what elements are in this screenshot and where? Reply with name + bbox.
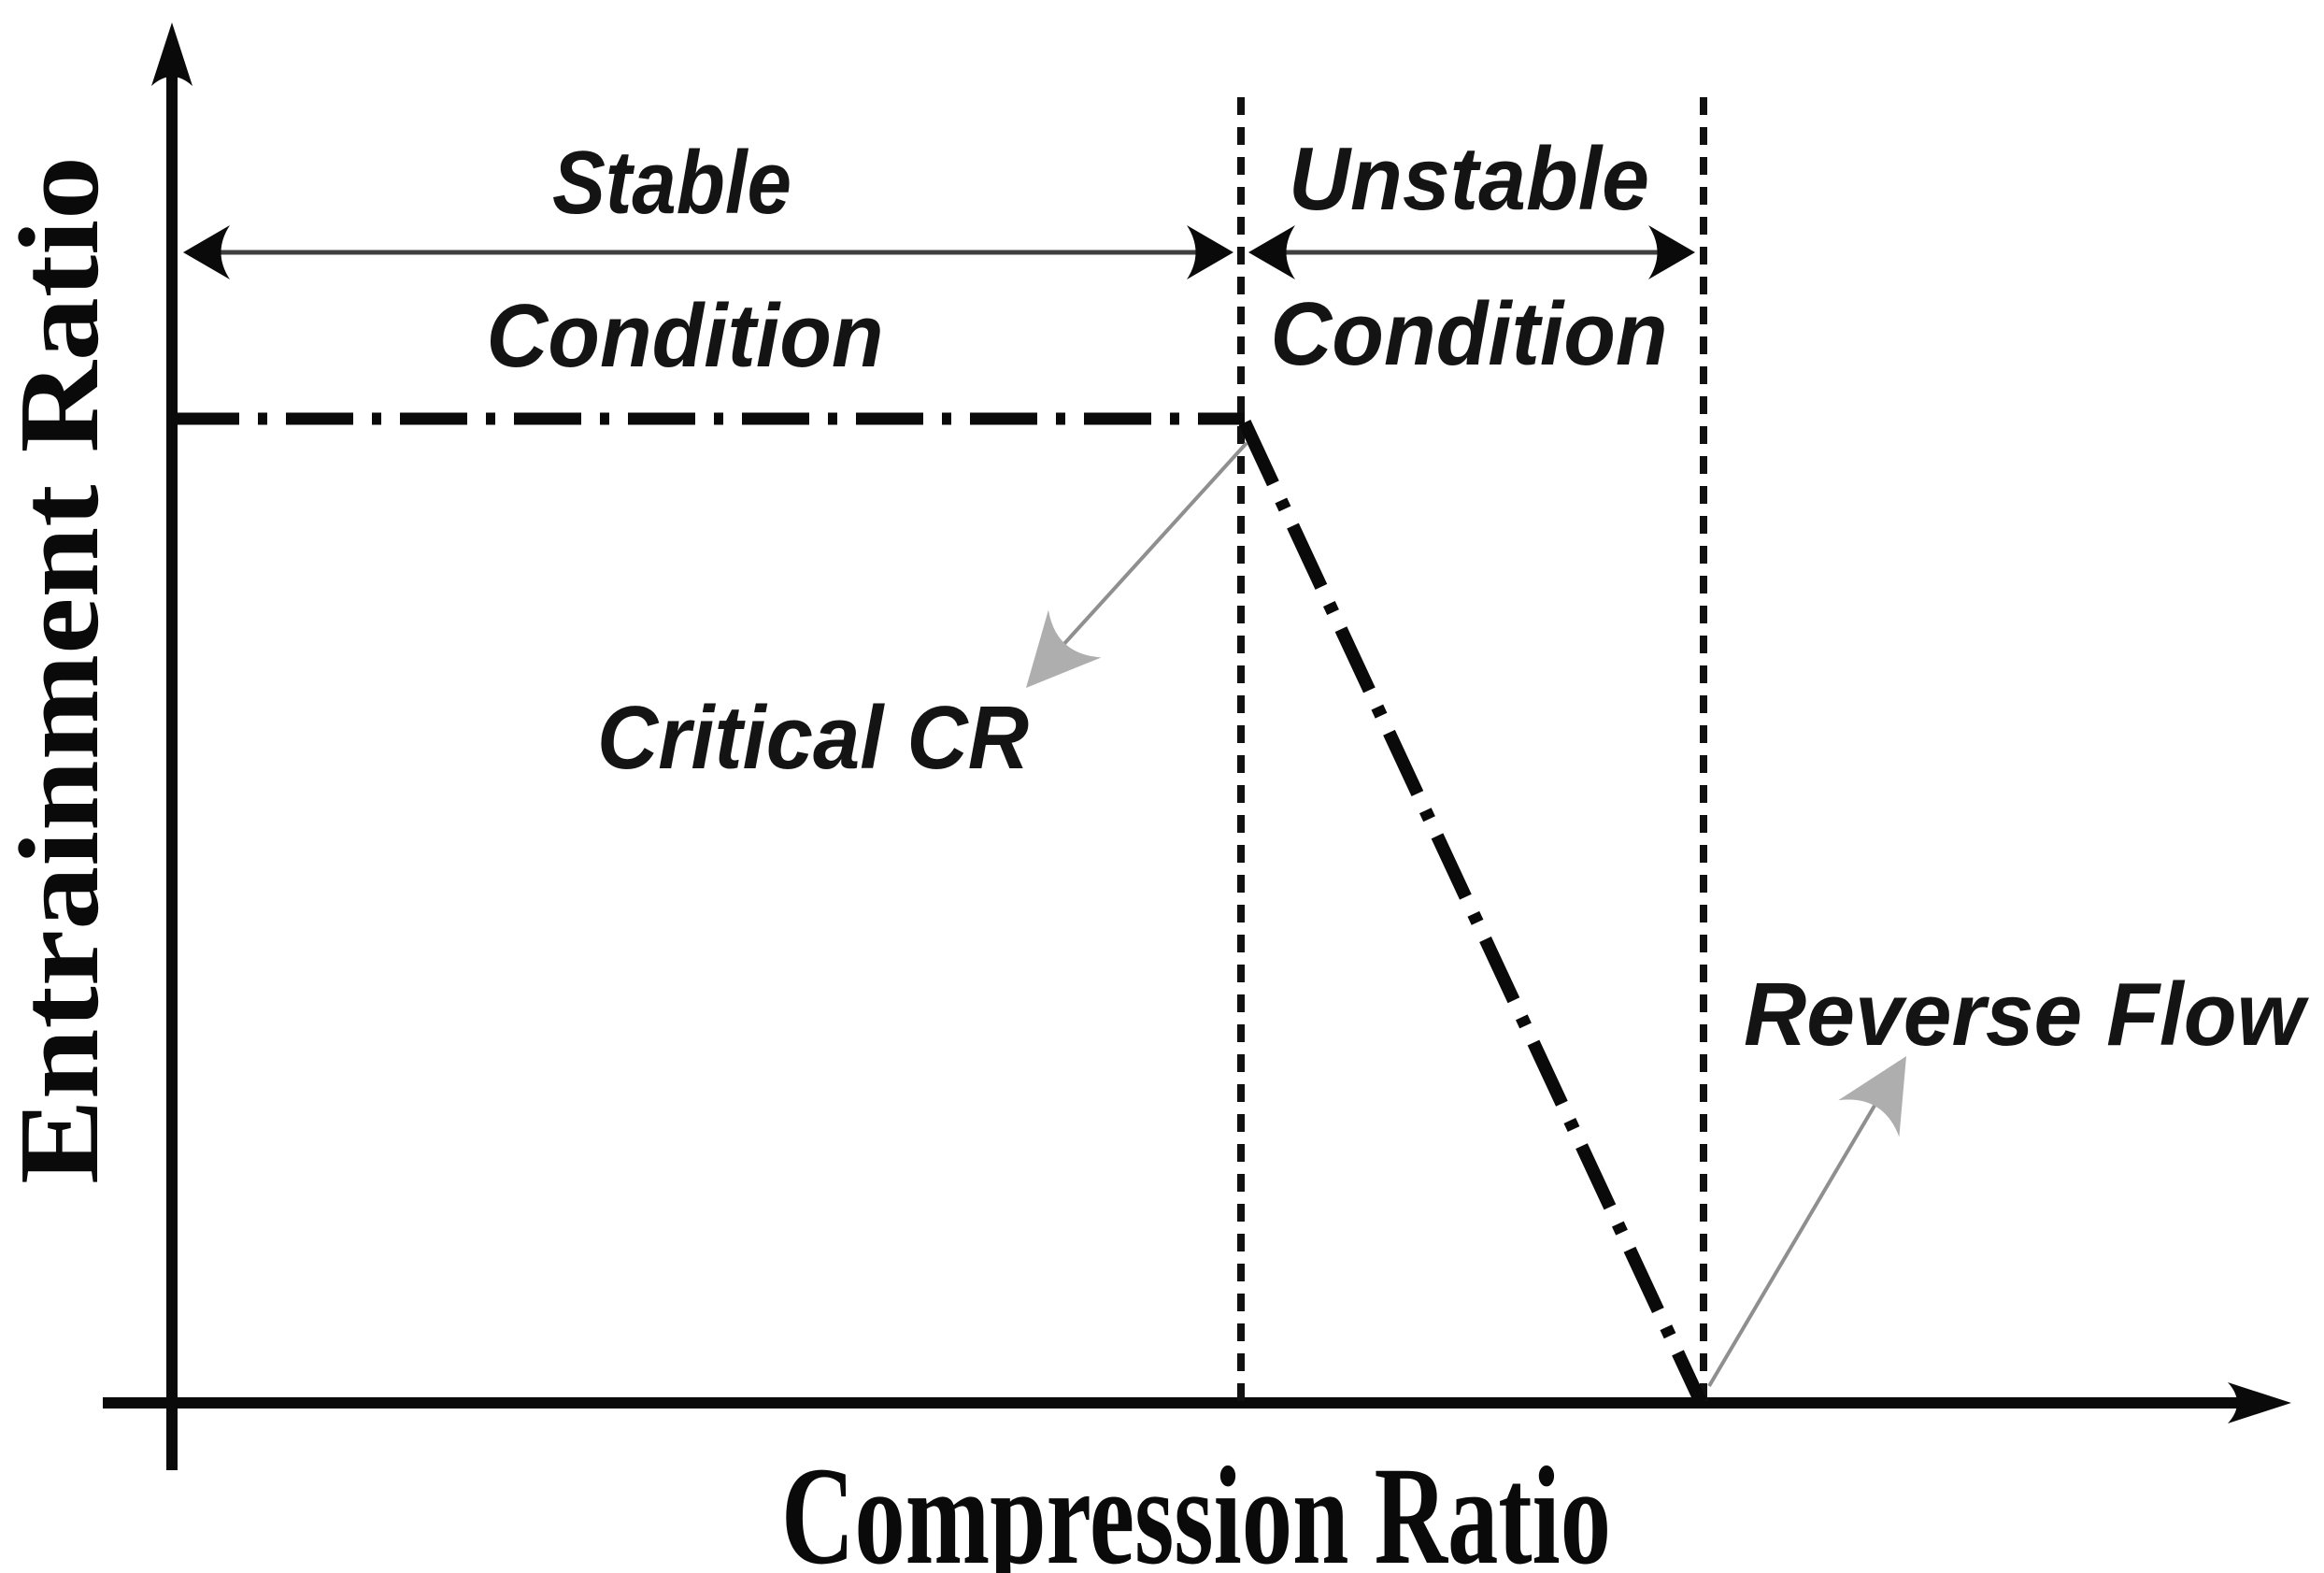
- unstable-range-left-arrowhead-icon: [1248, 225, 1295, 279]
- y-axis-arrowhead-icon: [151, 22, 192, 86]
- critical-cr-pointer-arrowhead-icon: [1026, 609, 1102, 688]
- stable-region-subtitle: Condition: [487, 286, 884, 386]
- curve-declining-segment: [1238, 420, 1707, 1405]
- stable-range-left-arrowhead-icon: [183, 225, 230, 279]
- unstable-range-right-arrowhead-icon: [1648, 225, 1695, 279]
- reverse-flow-label: Reverse Flow: [1744, 965, 2309, 1065]
- critical-cr-pointer-line: [1041, 441, 1248, 669]
- reverse-flow-pointer-line: [1707, 1088, 1886, 1388]
- unstable-region-subtitle: Condition: [1271, 284, 1668, 384]
- x-axis-arrowhead-icon: [2228, 1382, 2291, 1423]
- x-axis-title: Compression Ratio: [781, 1438, 1611, 1573]
- critical-cr-label: Critical CR: [597, 688, 1029, 788]
- y-axis-title: Entrainment Ratio: [0, 156, 122, 1184]
- stable-region-title: Stable: [552, 133, 791, 233]
- reverse-flow-pointer-arrowhead-icon: [1838, 1056, 1906, 1137]
- stable-range-right-arrowhead-icon: [1187, 225, 1233, 279]
- unstable-region-title: Unstable: [1289, 129, 1649, 229]
